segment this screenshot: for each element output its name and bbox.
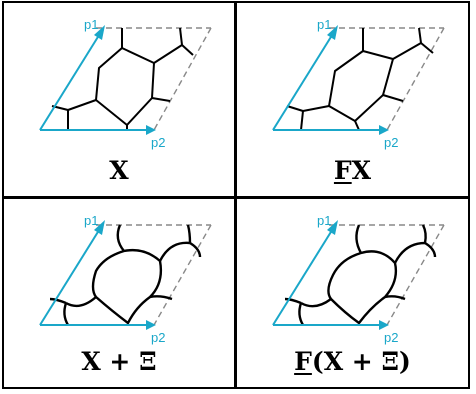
p2-label: p2 <box>384 330 398 345</box>
figure-grid: p1 p2 X <box>2 1 470 389</box>
caption-x-plus-xi: X + Ξ <box>81 347 157 376</box>
cell-edges <box>286 27 434 131</box>
cell-edges <box>49 224 202 326</box>
diagram-f-x-plus-xi: p1 p2 <box>272 213 445 345</box>
unit-cell-guide <box>329 224 445 326</box>
axis-arrows <box>39 25 156 135</box>
panel-x: p1 p2 X <box>4 3 234 196</box>
panel-fx: p1 p2 FX <box>237 3 468 196</box>
unit-cell-guide <box>96 27 212 131</box>
p1-label: p1 <box>84 17 98 32</box>
panel-f-x-plus-xi: p1 p2 F(X + Ξ) <box>237 199 468 387</box>
cell-edges <box>284 224 437 326</box>
diagram-fx: p1 p2 <box>272 17 445 150</box>
p1-label: p1 <box>317 213 331 228</box>
p2-label: p2 <box>384 135 398 150</box>
p1-label: p1 <box>317 17 331 32</box>
caption-fx: FX <box>333 156 372 185</box>
panel-x-plus-xi: p1 p2 X + Ξ <box>4 199 234 387</box>
p2-label: p2 <box>151 330 165 345</box>
p1-label: p1 <box>84 213 98 228</box>
p2-label: p2 <box>151 135 165 150</box>
vertical-divider <box>234 3 237 387</box>
horizontal-divider <box>4 196 468 199</box>
diagram-x: p1 p2 <box>39 17 212 150</box>
caption-f-x-plus-xi: F(X + Ξ) <box>294 347 411 376</box>
axis-arrows <box>272 25 389 135</box>
cell-edges <box>51 27 194 130</box>
unit-cell-guide <box>96 224 212 326</box>
diagram-x-plus-xi: p1 p2 <box>39 213 212 345</box>
axis-arrows <box>272 220 389 330</box>
caption-x: X <box>109 156 129 185</box>
axis-arrows <box>39 220 156 330</box>
unit-cell-guide <box>329 27 445 131</box>
